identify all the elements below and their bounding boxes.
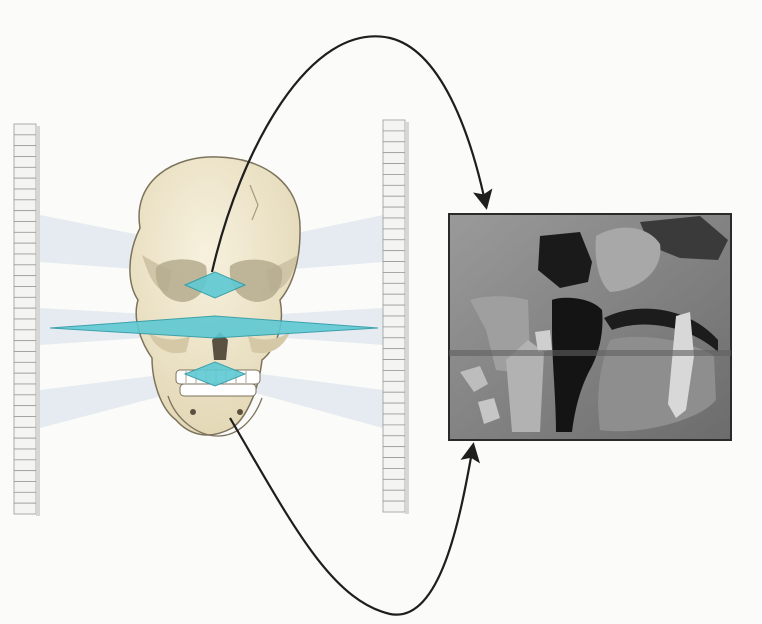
detector-cell [383,468,405,479]
detector-cell [383,294,405,305]
detector-cell [383,251,405,262]
detector-cell [383,436,405,447]
detector-cell [383,240,405,251]
detector-cell [383,120,405,131]
lower-teeth [180,384,256,396]
detector-cell [383,501,405,512]
detector-cell [14,211,36,222]
detector-cell [383,392,405,403]
detector-cell [383,218,405,229]
axial-slice-planes [50,272,378,386]
left-detector-array-icon [14,124,40,516]
detector-cell [383,327,405,338]
ct-occlusal-line [449,350,731,356]
detector-cell [14,395,36,406]
detector-cell [383,349,405,360]
detector-cell [14,178,36,189]
detector-cell [14,297,36,308]
detector-cell [14,135,36,146]
detector-cell [14,449,36,460]
detector-cell [383,174,405,185]
detector-cell [14,189,36,200]
detector-cell [383,316,405,327]
detector-cell [383,360,405,371]
detector-cell [383,207,405,218]
detector-cell [383,447,405,458]
detector-cell [383,185,405,196]
detector-cell [383,164,405,175]
detector-cell [14,243,36,254]
detector-cell [14,146,36,157]
mental-foramen-left [190,409,196,415]
detector-cell [14,438,36,449]
detector-cell [383,272,405,283]
detector-cell [14,276,36,287]
detector-cell [383,490,405,501]
detector-cell [383,131,405,142]
detector-cell [383,479,405,490]
detector-side [405,122,409,514]
detector-cell [14,232,36,243]
detector-cell [14,492,36,503]
detector-cell [383,381,405,392]
detector-cell [14,427,36,438]
detector-cell [383,338,405,349]
detector-cell [14,124,36,135]
detector-cell [14,167,36,178]
arrow-lower-to-ct [230,418,473,615]
detector-cell [383,414,405,425]
right-detector-array-icon [383,120,409,514]
sagittal-ct-slice-image [449,214,731,440]
detector-cell [383,229,405,240]
detector-cell [14,471,36,482]
detector-cell [14,352,36,363]
detector-cell [14,503,36,514]
detector-cell [14,157,36,168]
detector-cell [14,384,36,395]
detector-cell [14,319,36,330]
detector-cell [383,370,405,381]
detector-cell [14,460,36,471]
detector-cell [383,458,405,469]
detector-cell [14,417,36,428]
detector-cell [14,287,36,298]
detector-cell [383,153,405,164]
detector-cell [14,482,36,493]
detector-cell [14,330,36,341]
detector-cell [383,142,405,153]
detector-side [36,126,40,516]
detector-cell [14,265,36,276]
detector-cell [14,200,36,211]
detector-cell [383,305,405,316]
detector-cell [383,283,405,294]
detector-cell [14,406,36,417]
detector-cell [14,222,36,233]
detector-cell [383,196,405,207]
mental-foramen-right [237,409,243,415]
detector-cell [14,373,36,384]
detector-cell [14,308,36,319]
detector-cell [14,341,36,352]
detector-cell [14,362,36,373]
detector-cell [14,254,36,265]
detector-cell [383,262,405,273]
detector-cell [383,403,405,414]
detector-cell [383,425,405,436]
ct-atlas [535,330,552,352]
